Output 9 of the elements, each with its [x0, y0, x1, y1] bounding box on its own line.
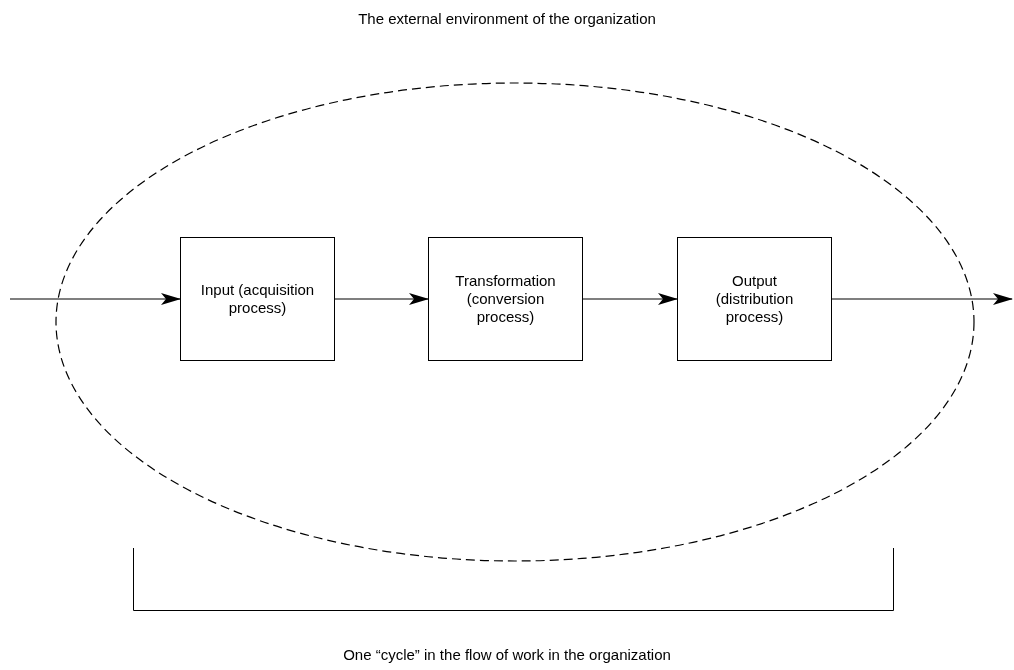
arrow [831, 293, 1013, 305]
process-box: Transformation (conversion process) [428, 237, 583, 361]
arrow [334, 293, 429, 305]
arrow [9, 293, 181, 305]
title: The external environment of the organization [357, 10, 657, 27]
arrow [582, 293, 678, 305]
process-box: Output (distribution process) [677, 237, 832, 361]
process-box: Input (acquisition process) [180, 237, 335, 361]
caption: One “cycle” in the flow of work in the organization [342, 646, 672, 663]
